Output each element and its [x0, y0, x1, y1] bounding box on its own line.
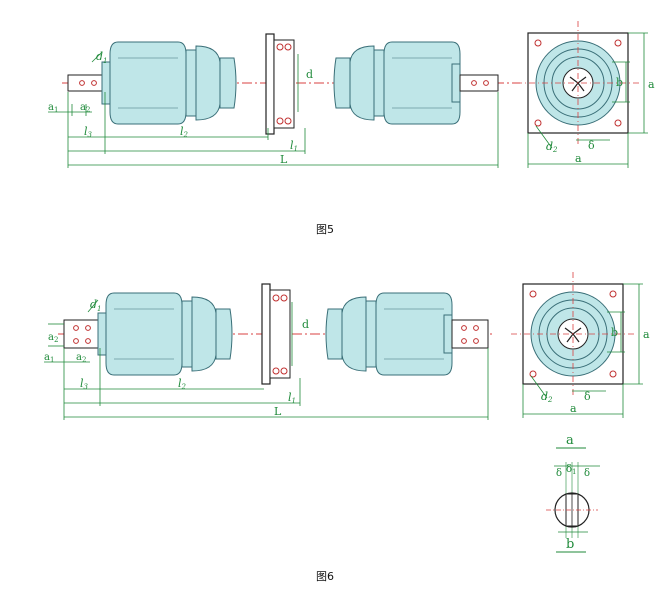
- label-a2: a: [80, 102, 86, 113]
- label-d2: d: [541, 390, 548, 403]
- svg-text:a1: a1: [48, 102, 58, 114]
- figure-6: d1 d a2 a1 a2 l3 l2 l1 L a b d2 δ a: [44, 271, 650, 420]
- label-L: L: [274, 405, 282, 418]
- label-d2: d: [546, 140, 553, 153]
- label-a1: a: [44, 352, 50, 363]
- svg-text:l3: l3: [80, 377, 89, 391]
- dimension-lines: [48, 51, 499, 168]
- detail-label-b: b: [566, 537, 574, 552]
- detail-delta-left: δ: [556, 468, 562, 479]
- mounting-flange: [261, 283, 271, 385]
- label-b: b: [611, 326, 618, 339]
- label-l2: l: [178, 377, 182, 390]
- label-a2-top: a: [48, 332, 54, 343]
- svg-text:l1: l1: [288, 391, 296, 405]
- left-insulator: [109, 41, 237, 125]
- right-terminal: [459, 74, 499, 92]
- terminal-hole: [91, 80, 97, 86]
- svg-text:d2: d2: [541, 390, 553, 404]
- label-a-bottom: a: [575, 152, 582, 165]
- detail-delta1: δ: [566, 464, 572, 475]
- label-a2: a: [76, 352, 82, 363]
- clamp-block: [273, 39, 295, 129]
- figure-6-caption: 图6: [316, 570, 334, 583]
- label-a1: a: [48, 102, 54, 113]
- label-l1: l: [290, 139, 294, 152]
- label-a-side: a: [648, 78, 655, 91]
- label-a-bottom: a: [570, 402, 577, 415]
- label-d1: d: [90, 298, 97, 311]
- label-d: d: [302, 318, 309, 331]
- svg-text:a1: a1: [44, 352, 54, 364]
- svg-text:d1: d1: [96, 50, 108, 65]
- label-l1: l: [288, 391, 292, 404]
- label-delta: δ: [584, 390, 591, 403]
- label-d1: d: [96, 50, 103, 63]
- left-insulator: [105, 292, 233, 376]
- figure-5-caption: 图5: [316, 223, 334, 236]
- label-delta: δ: [588, 139, 595, 152]
- svg-text:a2: a2: [80, 102, 90, 114]
- detail-delta-right: δ: [584, 468, 590, 479]
- right-insulator: [325, 292, 453, 376]
- label-l2: l: [180, 125, 184, 138]
- svg-text:d2: d2: [546, 140, 558, 154]
- left-flange: [101, 61, 111, 105]
- mounting-flange: [265, 33, 275, 135]
- svg-text:l2: l2: [178, 377, 187, 391]
- left-terminal: [67, 74, 105, 92]
- left-terminal: [63, 319, 101, 349]
- label-d: d: [306, 68, 313, 81]
- figure-5: d1 d a1 a2 l3 l2 l1 L a b d2 δ a: [48, 20, 655, 168]
- svg-text:l1: l1: [290, 139, 298, 153]
- svg-text:d1: d1: [90, 298, 102, 313]
- detail-label-a: a: [566, 433, 574, 448]
- detail-view: a δ δ1 δ b: [546, 433, 600, 553]
- right-insulator: [333, 41, 461, 125]
- svg-text:a2: a2: [76, 352, 86, 364]
- label-l3: l: [80, 377, 84, 390]
- svg-text:l3: l3: [84, 125, 93, 139]
- svg-text:a2: a2: [48, 332, 58, 344]
- terminal-hole: [79, 80, 85, 86]
- svg-text:l2: l2: [180, 125, 189, 139]
- label-L: L: [280, 153, 288, 166]
- label-l3: l: [84, 125, 88, 138]
- label-a-side: a: [643, 328, 650, 341]
- label-b: b: [616, 76, 623, 89]
- svg-text:δ1: δ1: [566, 464, 577, 476]
